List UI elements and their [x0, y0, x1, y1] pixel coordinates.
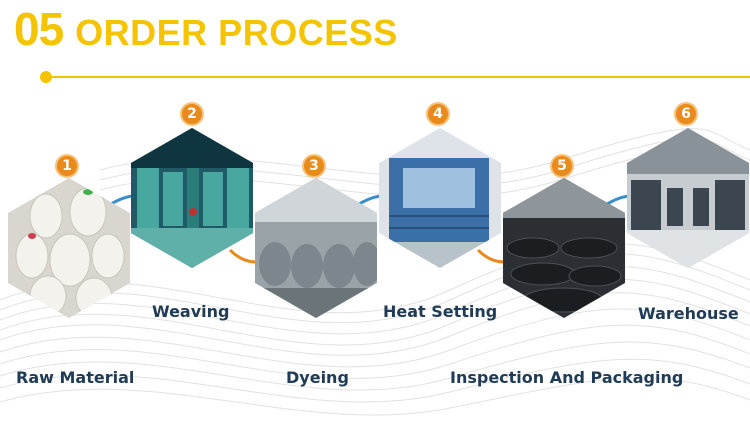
step-number-badge: 4: [426, 102, 450, 126]
section-number: 05: [14, 3, 64, 55]
step-label-dyeing: Dyeing: [286, 368, 349, 387]
step-number-badge: 1: [55, 154, 79, 178]
step-label-inspection-and-packaging: Inspection And Packaging: [450, 368, 684, 387]
step-number-badge: 5: [550, 154, 574, 178]
step-label-warehouse: Warehouse: [638, 304, 739, 323]
step-label-weaving: Weaving: [152, 302, 230, 321]
section-header: 05 ORDER PROCESS: [14, 2, 398, 55]
step-number-badge: 6: [674, 102, 698, 126]
section-title: ORDER PROCESS: [75, 12, 398, 53]
heat-setting-machine-photo: [379, 128, 501, 268]
step-label-heat-setting: Heat Setting: [383, 302, 498, 321]
step-number-badge: 3: [302, 154, 326, 178]
header-rule: [46, 76, 750, 78]
step-number-badge: 2: [180, 102, 204, 126]
step-label-raw-material: Raw Material: [16, 368, 135, 387]
